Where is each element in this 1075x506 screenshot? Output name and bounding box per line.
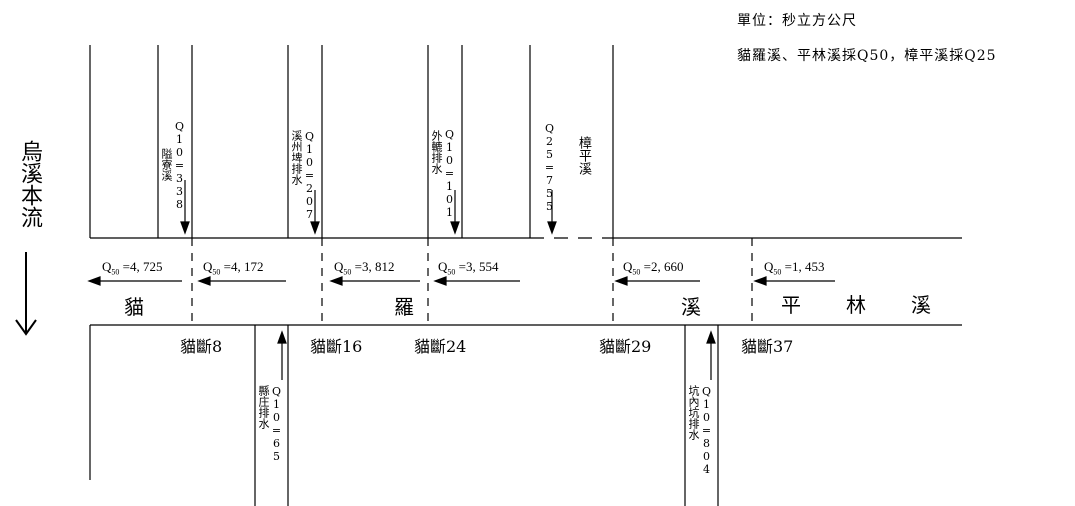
design-flow-note: 貓羅溪、平林溪採Q50，樟平溪採Q25	[737, 48, 997, 64]
river-name-char-2: 羅	[394, 295, 414, 319]
tributary-name-xianzhuang: 縣庄排水	[257, 385, 270, 429]
flow-label-reach-4: Q50 =3, 554	[438, 259, 498, 277]
tributary-name-zhangping: 樟平溪	[576, 136, 591, 175]
flow-label-reach-3: Q50 =3, 812	[334, 259, 394, 277]
tributary-flow-wailu: Q10=101	[443, 128, 456, 219]
tributary-flow-kengneikeng: Q10=804	[700, 385, 713, 476]
unit-note: 單位：秒立方公尺	[737, 13, 857, 29]
flow-label-reach-6: Q50 =1, 453	[764, 259, 824, 277]
flow-value: =1, 453	[784, 259, 825, 274]
tributary-name-kengneikeng: 坑內坑排水	[687, 385, 700, 440]
flow-value: =4, 172	[223, 259, 264, 274]
pinglin-name-char-2: 林	[846, 293, 866, 317]
flow-label-reach-5: Q50 =2, 660	[623, 259, 683, 277]
flow-q: Q	[623, 259, 633, 274]
tributary-name-xizhoupi: 溪州埤排水	[290, 130, 303, 185]
river-name-char-1: 貓	[124, 295, 144, 319]
flow-value: =3, 554	[458, 259, 499, 274]
flow-sub: 50	[343, 267, 352, 277]
flow-sub: 50	[111, 267, 120, 277]
section-label-16: 貓斷16	[310, 337, 363, 356]
pinglin-name-char-1: 平	[781, 293, 801, 317]
tributary-name-ailiao: 隘寮溪	[160, 148, 173, 181]
flow-label-reach-2: Q50 =4, 172	[203, 259, 263, 277]
section-label-8: 貓斷8	[180, 337, 223, 356]
tributary-flow-zhangping: Q25=755	[543, 122, 556, 213]
tributary-flow-xianzhuang: Q10=65	[270, 385, 283, 463]
main-river-arrow	[15, 252, 37, 336]
pinglin-name-char-3: 溪	[911, 293, 931, 317]
flow-q: Q	[334, 259, 344, 274]
flow-q: Q	[102, 259, 112, 274]
flow-q: Q	[764, 259, 774, 274]
tributary-flow-xizhoupi: Q10=207	[303, 130, 316, 221]
flow-sub: 50	[632, 267, 641, 277]
flow-q: Q	[203, 259, 213, 274]
tributary-flow-ailiao: Q10=338	[173, 120, 186, 211]
main-river-label: 烏溪本流	[17, 140, 42, 228]
tributary-name-wailu: 外轆排水	[430, 130, 443, 174]
section-label-24: 貓斷24	[414, 337, 467, 356]
flow-value: =3, 812	[354, 259, 395, 274]
section-label-29: 貓斷29	[599, 337, 652, 356]
flow-sub: 50	[773, 267, 782, 277]
flow-q: Q	[438, 259, 448, 274]
section-label-37: 貓斷37	[741, 337, 794, 356]
flow-sub: 50	[212, 267, 221, 277]
flow-value: =4, 725	[122, 259, 163, 274]
river-name-char-3: 溪	[681, 295, 701, 319]
flow-label-reach-1: Q50 =4, 725	[102, 259, 162, 277]
flow-value: =2, 660	[643, 259, 684, 274]
flow-sub: 50	[447, 267, 456, 277]
